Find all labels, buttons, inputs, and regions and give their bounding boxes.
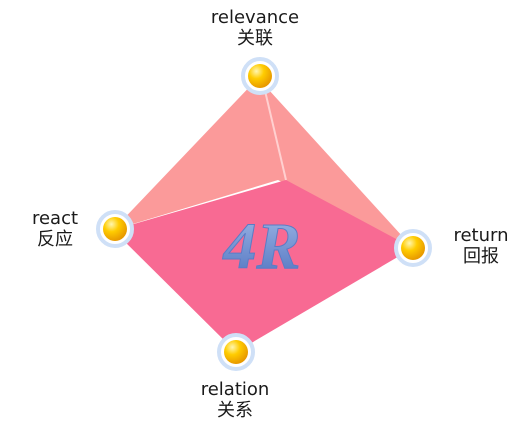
label-react-en: react (31, 208, 79, 229)
node-top (241, 57, 279, 95)
back-edge (261, 77, 287, 181)
back-face (113, 78, 413, 248)
center-title: 4R (221, 210, 300, 283)
label-relevance-en: relevance (210, 7, 300, 28)
label-relevance: relevance 关联 (195, 8, 315, 49)
node-bottom-ball-icon (224, 340, 248, 364)
front-face (113, 180, 413, 352)
node-right (394, 229, 432, 267)
label-relation-en: relation (200, 379, 270, 400)
node-right-ball-icon (401, 236, 425, 260)
label-return: return 回报 (436, 226, 526, 267)
label-relevance-zh: 关联 (237, 27, 273, 49)
node-bottom (217, 333, 255, 371)
node-left (96, 210, 134, 248)
label-relation-zh: 关系 (217, 399, 253, 421)
label-react: react 反应 (10, 209, 100, 250)
label-relation: relation 关系 (180, 380, 290, 421)
node-left-ball-icon (103, 217, 127, 241)
node-top-ball-icon (248, 64, 272, 88)
label-return-zh: 回报 (463, 245, 499, 267)
label-react-zh: 反应 (37, 228, 73, 250)
label-return-en: return (453, 225, 509, 246)
